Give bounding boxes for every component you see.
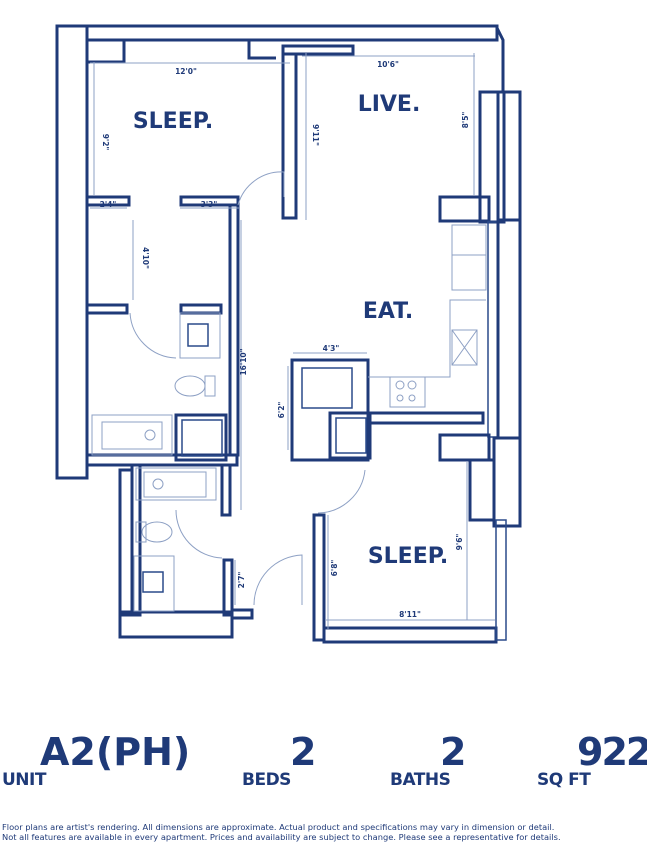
dim-label: 9'6" xyxy=(455,534,464,551)
disclaimer-line-2: Not all features are available in every … xyxy=(2,832,561,842)
dim-label: 4'10" xyxy=(141,247,150,269)
dimension-lines xyxy=(90,53,495,630)
dim-label: 3'3" xyxy=(201,200,218,209)
unit-label: UNIT xyxy=(2,770,46,790)
disclaimer-line-1: Floor plans are artist's rendering. All … xyxy=(2,822,555,832)
sqft-label: SQ FT xyxy=(537,770,591,790)
dim-label: 2'7" xyxy=(237,572,246,589)
dim-label: 2'4" xyxy=(100,200,117,209)
unit-value: A2(PH) xyxy=(40,730,191,774)
fixtures xyxy=(91,171,487,612)
disclaimer: Floor plans are artist's rendering. All … xyxy=(2,822,561,842)
room-label-sleep-2: SLEEP. xyxy=(368,544,448,569)
beds-label: BEDS xyxy=(242,770,291,790)
room-label-sleep-1: SLEEP. xyxy=(133,109,213,134)
dim-label: 8'11" xyxy=(399,610,421,619)
dim-label: 9'2" xyxy=(101,134,110,151)
room-label-live: LIVE. xyxy=(358,92,421,117)
sqft-stat: SQ FT 922 xyxy=(537,730,647,790)
dim-label: 12'0" xyxy=(175,67,197,76)
dim-label: 8'5" xyxy=(461,112,470,129)
dim-label: 6'2" xyxy=(277,402,286,419)
dim-label: 9'11" xyxy=(311,124,320,146)
dim-label: 6'8" xyxy=(330,560,339,577)
floor-plan: SLEEP. LIVE. EAT. SLEEP. 12'0" 10'6" 2'4… xyxy=(55,24,522,644)
dim-label: 16'10" xyxy=(239,348,248,375)
beds-value: 2 xyxy=(290,730,317,774)
baths-stat: BATHS 2 xyxy=(390,730,490,790)
beds-stat: BEDS 2 xyxy=(242,730,342,790)
dim-label: 4'3" xyxy=(323,344,340,353)
unit-stat: UNIT A2(PH) xyxy=(0,730,200,790)
walls xyxy=(55,24,522,644)
room-label-eat: EAT. xyxy=(363,299,413,324)
baths-value: 2 xyxy=(440,730,467,774)
sqft-value: 922 xyxy=(577,730,647,774)
baths-label: BATHS xyxy=(390,770,451,790)
dim-label: 10'6" xyxy=(377,60,399,69)
